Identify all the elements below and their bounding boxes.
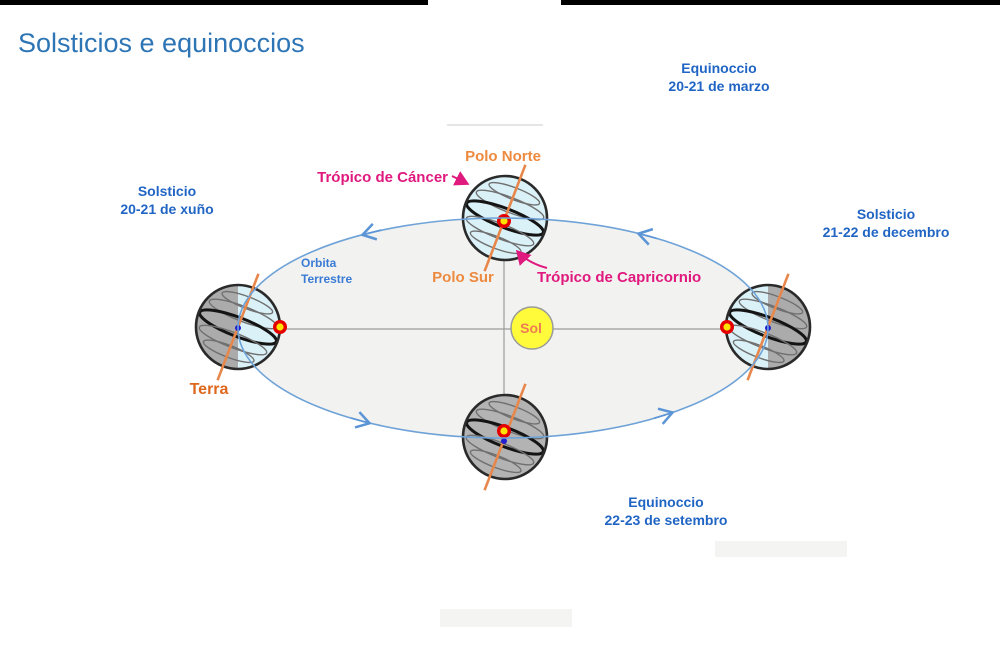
- orbit-arrow-top-left-icon: [360, 223, 382, 241]
- top-black-bar-left: [0, 0, 428, 5]
- svg-text:Equinoccio: Equinoccio: [681, 60, 756, 76]
- svg-text:21-22 de decembro: 21-22 de decembro: [823, 224, 950, 240]
- equinox-september-label: Equinoccio 22-23 de setembro: [605, 494, 728, 528]
- equinox-march-label: Equinoccio 20-21 de marzo: [668, 60, 769, 94]
- earth-september: [461, 383, 549, 491]
- svg-text:Solsticio: Solsticio: [138, 183, 196, 199]
- earth-december: [720, 273, 812, 381]
- earth-outline: [461, 174, 549, 262]
- svg-text:Solsticio: Solsticio: [857, 206, 915, 222]
- orbit-arrow-bottom-left-icon: [350, 411, 372, 429]
- orbit-ellipse: [237, 217, 769, 439]
- earth-center-dot: [501, 438, 507, 444]
- subsolar-marker: [500, 217, 508, 225]
- svg-text:Equinoccio: Equinoccio: [628, 494, 703, 510]
- sun-circle: [510, 306, 554, 350]
- tropic-cancer-arrow-icon: [451, 171, 470, 186]
- polo-sur-label: Polo Sur: [432, 269, 494, 286]
- sol-label: Sol: [520, 320, 542, 336]
- orbit-arrow-top-right-icon: [636, 227, 658, 246]
- terra-label: Terra: [190, 381, 229, 398]
- tropico-cancer-label: Trópico de Cáncer: [317, 169, 448, 186]
- svg-text:20-21 de xuño: 20-21 de xuño: [120, 201, 213, 217]
- orbita-terrestre-label-line1: Orbita: [301, 256, 337, 270]
- subsolar-marker: [723, 323, 731, 331]
- polo-norte-label: Polo Norte: [465, 148, 541, 165]
- top-black-bar-right: [561, 0, 1000, 5]
- subsolar-marker: [500, 427, 508, 435]
- slide-title: Solsticios e equinoccios: [18, 28, 305, 58]
- ghost-mark-right: [715, 541, 847, 557]
- solstice-june-label: Solsticio 20-21 de xuño: [120, 183, 213, 217]
- orbita-terrestre-label-line2: Terrestre: [301, 272, 352, 286]
- solstice-december-label: Solsticio 21-22 de decembro: [823, 206, 950, 240]
- subsolar-marker: [276, 323, 284, 331]
- orbit-ellipse-fill: [238, 218, 768, 438]
- tropico-capricornio-label: Trópico de Capricornio: [537, 269, 701, 286]
- orbit-arrow-bottom-right-icon: [653, 407, 675, 425]
- tropic-capricorn-arrow-icon: [515, 249, 548, 269]
- svg-text:20-21 de marzo: 20-21 de marzo: [668, 78, 769, 94]
- ghost-mark-bottom: [440, 609, 572, 627]
- svg-text:22-23 de setembro: 22-23 de setembro: [605, 512, 728, 528]
